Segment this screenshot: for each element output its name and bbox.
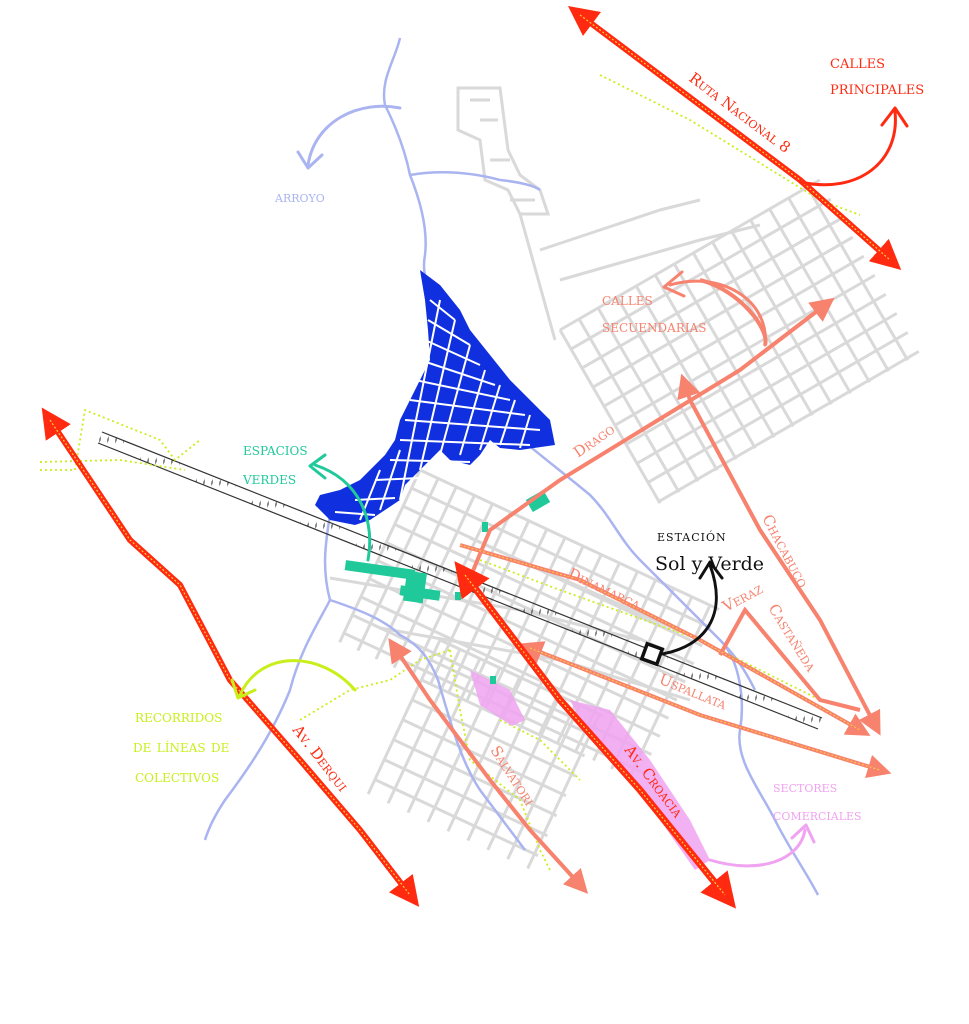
calles-secundarias-arrow: [662, 270, 767, 347]
calles-principales-arrow: [798, 106, 909, 187]
street-veraz: Veraz: [719, 579, 766, 616]
label-estacion-1: estación: [657, 527, 727, 545]
recorridos-arrow: [230, 659, 357, 700]
label-calles-principales-2: principales: [830, 78, 924, 99]
street-chacabuco: Chacabuco: [758, 511, 812, 590]
label-recorridos-3: colectivos: [135, 767, 219, 787]
label-calles-secundarias-1: calles: [602, 290, 653, 310]
estacion-arrow: [653, 560, 724, 657]
label-arroyo: arroyo: [274, 188, 325, 206]
road-drago: [468, 297, 835, 579]
sectores-arrow: [708, 823, 816, 868]
road-ruta-8: [568, 6, 902, 270]
label-recorridos-1: recorridos: [135, 707, 222, 727]
label-sectores-1: sectores: [773, 777, 837, 796]
label-espacios-verdes-2: verdes: [242, 469, 296, 489]
label-sectores-2: comerciales: [773, 805, 862, 824]
label-recorridos-2: de líneas de: [133, 737, 229, 757]
label-calles-principales-1: calles: [830, 52, 885, 73]
street-drago: Drago: [570, 420, 618, 461]
label-calles-secundarias-2: secuendarias: [602, 317, 706, 337]
arroyo-arrow: [296, 104, 402, 170]
label-estacion-2: Sol y Verde: [655, 553, 764, 575]
label-espacios-verdes-1: espacios: [243, 440, 308, 460]
road-croacia: [454, 561, 737, 909]
espacios-verdes-arrow: [308, 453, 372, 562]
main-roads: [41, 6, 902, 909]
station-marker: [639, 641, 665, 667]
street-ruta-8: Ruta Nacional 8: [686, 69, 794, 157]
